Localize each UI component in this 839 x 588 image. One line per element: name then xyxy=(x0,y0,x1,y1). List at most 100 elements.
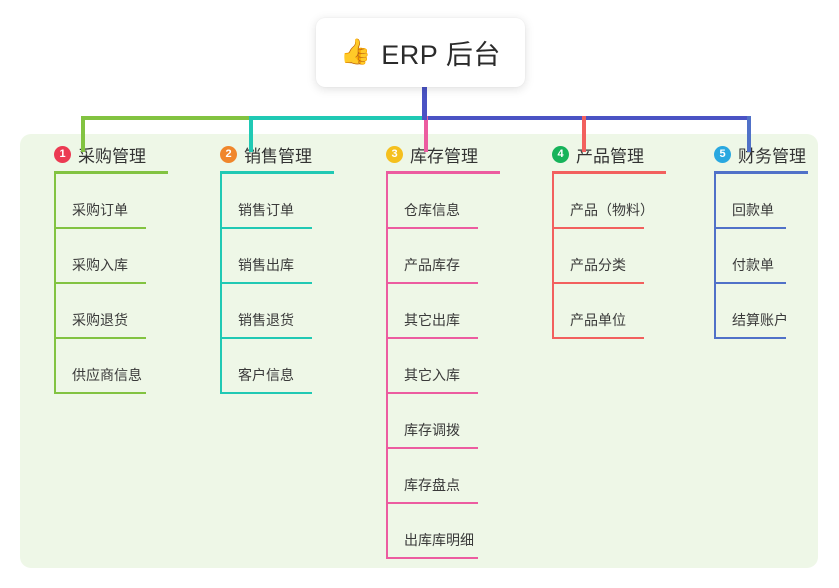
drop-purchase xyxy=(81,116,85,152)
bar-right-indigo xyxy=(424,116,751,120)
title-stem-connector xyxy=(422,86,427,120)
module-item[interactable]: 采购订单 xyxy=(54,174,186,229)
item-spine xyxy=(386,339,388,394)
module-number-badge: 1 xyxy=(54,145,71,163)
item-underline xyxy=(220,282,312,284)
module-column-3: 3 库存管理仓库信息产品库存其它出库其它入库库存调拨库存盘点出库库明细 xyxy=(368,134,518,559)
item-underline xyxy=(714,227,786,229)
item-spine xyxy=(552,229,554,284)
item-label: 产品单位 xyxy=(570,312,626,328)
module-item[interactable]: 产品库存 xyxy=(386,229,518,284)
item-underline xyxy=(54,282,146,284)
item-label: 采购退货 xyxy=(72,312,128,328)
module-header-3[interactable]: 3 库存管理 xyxy=(368,134,518,174)
drop-inventory xyxy=(424,116,428,152)
item-spine xyxy=(54,284,56,339)
module-title: 销售管理 xyxy=(244,146,312,166)
module-header-1[interactable]: 1 采购管理 xyxy=(36,134,186,174)
module-header-rule xyxy=(386,171,500,174)
module-item[interactable]: 销售出库 xyxy=(220,229,352,284)
module-column-5: 5 财务管理回款单付款单结算账户 xyxy=(696,134,826,339)
module-item[interactable]: 其它入库 xyxy=(386,339,518,394)
item-underline xyxy=(386,557,478,559)
module-item[interactable]: 回款单 xyxy=(714,174,826,229)
item-underline xyxy=(552,337,644,339)
module-item[interactable]: 结算账户 xyxy=(714,284,826,339)
item-spine xyxy=(386,394,388,449)
item-spine xyxy=(220,174,222,229)
item-underline xyxy=(220,392,312,394)
module-number-badge: 3 xyxy=(386,145,403,163)
module-header-rule xyxy=(714,171,808,174)
module-item[interactable]: 销售退货 xyxy=(220,284,352,339)
module-item[interactable]: 仓库信息 xyxy=(386,174,518,229)
drop-product xyxy=(582,116,586,152)
item-underline xyxy=(386,282,478,284)
module-item[interactable]: 客户信息 xyxy=(220,339,352,394)
item-spine xyxy=(386,504,388,559)
item-spine xyxy=(714,284,716,339)
module-title: 采购管理 xyxy=(78,146,146,166)
module-item[interactable]: 产品（物料） xyxy=(552,174,684,229)
item-label: 客户信息 xyxy=(238,367,294,383)
item-underline xyxy=(54,392,146,394)
module-title: 产品管理 xyxy=(576,146,644,166)
thumbs-up-icon: 👍 xyxy=(340,38,372,66)
module-header-rule xyxy=(220,171,334,174)
module-item[interactable]: 库存调拨 xyxy=(386,394,518,449)
module-item-list: 销售订单销售出库销售退货客户信息 xyxy=(202,174,352,394)
item-label: 产品库存 xyxy=(404,257,460,273)
item-underline xyxy=(386,502,478,504)
item-label: 采购订单 xyxy=(72,202,128,218)
item-label: 采购入库 xyxy=(72,257,128,273)
drop-sales xyxy=(249,116,253,152)
item-label: 产品（物料） xyxy=(570,202,654,218)
module-item[interactable]: 产品单位 xyxy=(552,284,684,339)
diagram-title-card: 👍 ERP 后台 xyxy=(316,18,525,87)
item-label: 供应商信息 xyxy=(72,367,142,383)
item-spine xyxy=(220,339,222,394)
modules-panel xyxy=(20,134,818,568)
item-spine xyxy=(552,284,554,339)
item-label: 付款单 xyxy=(732,257,774,273)
module-title: 库存管理 xyxy=(410,146,478,166)
module-number-badge: 5 xyxy=(714,145,731,163)
item-label: 其它入库 xyxy=(404,367,460,383)
module-header-rule xyxy=(552,171,666,174)
module-item[interactable]: 采购退货 xyxy=(54,284,186,339)
module-header-5[interactable]: 5 财务管理 xyxy=(696,134,826,174)
item-spine xyxy=(54,339,56,394)
module-item[interactable]: 销售订单 xyxy=(220,174,352,229)
item-underline xyxy=(220,337,312,339)
item-label: 销售订单 xyxy=(238,202,294,218)
item-underline xyxy=(714,282,786,284)
item-spine xyxy=(386,449,388,504)
module-item[interactable]: 采购入库 xyxy=(54,229,186,284)
item-spine xyxy=(54,174,56,229)
module-item-list: 采购订单采购入库采购退货供应商信息 xyxy=(36,174,186,394)
module-column-1: 1 采购管理采购订单采购入库采购退货供应商信息 xyxy=(36,134,186,394)
module-item[interactable]: 库存盘点 xyxy=(386,449,518,504)
drop-finance xyxy=(747,116,751,152)
module-header-rule xyxy=(54,171,168,174)
module-item[interactable]: 其它出库 xyxy=(386,284,518,339)
item-underline xyxy=(54,337,146,339)
item-spine xyxy=(552,174,554,229)
module-item[interactable]: 付款单 xyxy=(714,229,826,284)
module-item-list: 产品（物料） 产品分类产品单位 xyxy=(534,174,684,339)
item-spine xyxy=(386,174,388,229)
item-label: 库存调拨 xyxy=(404,422,460,438)
module-title: 财务管理 xyxy=(738,146,806,166)
item-underline xyxy=(386,447,478,449)
module-item[interactable]: 产品分类 xyxy=(552,229,684,284)
item-underline xyxy=(386,227,478,229)
module-item[interactable]: 出库库明细 xyxy=(386,504,518,559)
module-item[interactable]: 供应商信息 xyxy=(54,339,186,394)
item-label: 仓库信息 xyxy=(404,202,460,218)
item-label: 销售退货 xyxy=(238,312,294,328)
